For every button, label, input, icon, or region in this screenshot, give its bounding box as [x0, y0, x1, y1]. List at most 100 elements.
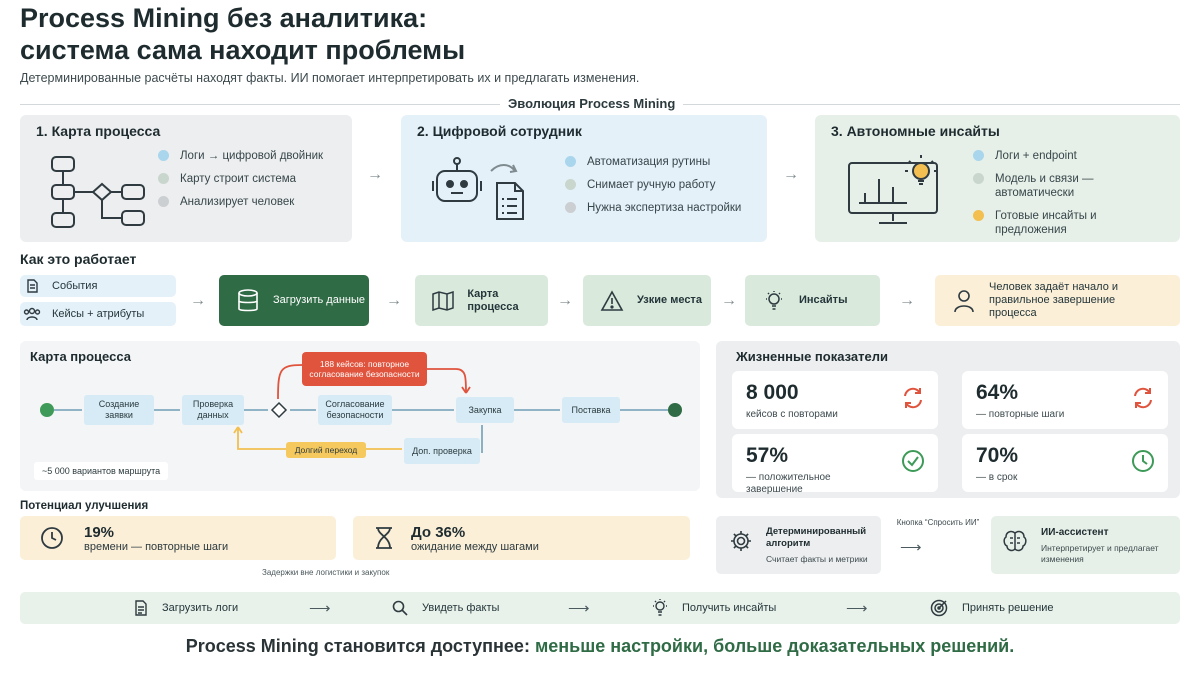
metric-card: 8 000 кейсов с повторами [732, 371, 938, 429]
brain-icon [1003, 530, 1027, 552]
arrow-right-icon: ⟶ [900, 539, 922, 556]
page-title: Process Mining без аналитика: система са… [20, 2, 465, 66]
step-process-map: Карта процесса [415, 275, 548, 326]
document-icon [20, 279, 44, 293]
map-icon [429, 290, 457, 311]
potential-label: времени — повторные шаги [84, 540, 229, 553]
stage-items: Логи → цифровой двойник Карту строит сис… [158, 149, 338, 218]
node-delivery: Поставка [562, 397, 620, 423]
stage-card-3: 3. Автономные инсайты Логи + endpoint Мо… [815, 115, 1180, 242]
evolution-heading: Эволюция Process Mining [500, 96, 684, 111]
algorithm-subtitle: Считает факты и метрики [766, 554, 868, 564]
route-variants-badge: ~5 000 вариантов маршрута [34, 462, 169, 480]
input-chip-cases: Кейсы + атрибуты [20, 302, 176, 326]
warning-icon [597, 289, 627, 312]
deterministic-algorithm-card: Детерминированный алгоритм Считает факты… [716, 516, 881, 574]
assistant-subtitle: Интерпретирует и предлагает изменения [1041, 543, 1159, 564]
stage-item: Логи + endpoint [973, 149, 1163, 163]
metric-card: 64% — повторные шаги [962, 371, 1168, 429]
flow-step-get-insights: Получить инсайты [652, 592, 776, 624]
hourglass-icon [376, 527, 392, 549]
title-line-2: система сама находит проблемы [20, 35, 466, 65]
stage-item-text: Модель и связи — автоматически [995, 173, 1094, 199]
stage-card-1: 1. Карта процесса Логи → цифровой двойни… [20, 115, 352, 242]
metric-label: — повторные шаги [976, 409, 1065, 420]
repeat-approval-callout: 188 кейсов: повторное согласование безоп… [302, 352, 427, 386]
stage-items: Логи + endpoint Модель и связи — автомат… [973, 149, 1163, 246]
lightbulb-icon [653, 599, 667, 616]
human-role-card: Человек задаёт начало и правильное завер… [935, 275, 1180, 326]
metric-card: 57% — положительное завершение [732, 434, 938, 495]
ai-assistant-card[interactable]: ИИ-ассистент Интерпретирует и предлагает… [991, 516, 1180, 574]
potential-value: До 36% [411, 523, 466, 541]
potential-label: ожидание между шагами [411, 540, 539, 553]
arrow-right-icon: → [899, 292, 915, 309]
bullet-dot [565, 156, 576, 167]
stage-item-text: Логи + endpoint [995, 150, 1077, 162]
arrow-right-icon: → [386, 292, 402, 309]
stage-title: 3. Автономные инсайты [831, 123, 1000, 139]
bullet-dot [158, 150, 169, 161]
long-transition-tag: Долгий переход [286, 442, 366, 458]
arrow-right-icon: → [783, 166, 799, 183]
gear-icon [731, 531, 751, 551]
step-label: Узкие места [637, 294, 702, 306]
metric-label: — положительное завершение [746, 472, 831, 495]
footer-tagline: Process Mining становится доступнее: мен… [0, 636, 1200, 657]
flow-step-label: Увидеть факты [422, 602, 500, 614]
monitor-insight-icon [848, 155, 938, 224]
flowchart-icon [51, 156, 145, 228]
arrow-right-icon: ⟶ [846, 600, 868, 617]
flow-step-decide: Принять решение [930, 592, 1054, 624]
step-insights: Инсайты [745, 275, 880, 326]
footer-part-2: меньше настройки, больше доказательных р… [534, 636, 1015, 656]
flow-step-see-facts: Увидеть факты [392, 592, 499, 624]
step-upload-data: Загрузить данные [219, 275, 369, 326]
workflow-bar: Загрузить логи ⟶ Увидеть факты ⟶ Получит… [20, 592, 1180, 624]
stage-item: Модель и связи — автоматически [973, 172, 1163, 200]
stage-title: 1. Карта процесса [36, 123, 161, 139]
stage-item-text: Анализирует человек [180, 196, 295, 208]
stage-item: Автоматизация рутины [565, 155, 755, 169]
vitals-panel: Жизненные показатели 8 000 кейсов с повт… [716, 341, 1180, 498]
lightbulb-icon [759, 290, 789, 312]
bullet-dot [973, 210, 984, 221]
repeat-icon [904, 387, 922, 409]
process-map-heading: Карта процесса [30, 349, 131, 364]
flow-step-upload: Загрузить логи [134, 592, 238, 624]
flow-step-label: Загрузить логи [162, 602, 239, 614]
repeat-icon [1134, 387, 1152, 409]
users-icon [20, 307, 44, 321]
input-chip-events: События [20, 275, 176, 297]
robot-icon [432, 157, 524, 220]
algorithm-title: Детерминированный алгоритм [766, 526, 867, 549]
footer-part-1: Process Mining становится доступнее: [185, 636, 535, 656]
arrow-right-icon: ⟶ [568, 600, 590, 617]
metric-label: кейсов с повторами [746, 409, 838, 420]
stage-item: Логи → цифровой двойник [158, 149, 338, 163]
vitals-heading: Жизненные показатели [736, 349, 888, 364]
node-create-request: Создание заявки [84, 395, 154, 425]
page-subtitle: Детерминированные расчёты находят факты.… [20, 71, 640, 85]
bullet-dot [158, 173, 169, 184]
stage-items: Автоматизация рутины Снимает ручную рабо… [565, 155, 755, 224]
node-check-data: Проверка данных [182, 395, 244, 425]
title-line-1: Process Mining без аналитика: [20, 3, 428, 33]
step-label: Загрузить данные [273, 294, 365, 306]
check-circle-icon [902, 450, 924, 472]
arrow-right-icon: → [721, 292, 737, 309]
process-map-panel: Карта процесса Создание заявки Проверка … [20, 341, 700, 491]
bullet-dot [565, 179, 576, 190]
stage-item: Карту строит система [158, 172, 338, 186]
stage-card-2: 2. Цифровой сотрудник Автоматизация рути… [401, 115, 767, 242]
database-icon [233, 288, 263, 313]
metric-value: 57% [746, 444, 789, 467]
how-heading: Как это работает [20, 251, 137, 267]
target-icon [930, 599, 948, 617]
stage-item: Нужна экспертиза настройки [565, 201, 755, 215]
stage-item-text: Снимает ручную работу [587, 179, 716, 191]
stage-item-text: Готовые инсайты и предложения [995, 210, 1097, 236]
chip-label: События [52, 280, 98, 292]
person-icon [949, 289, 979, 313]
arrow-right-icon: → [367, 166, 383, 183]
